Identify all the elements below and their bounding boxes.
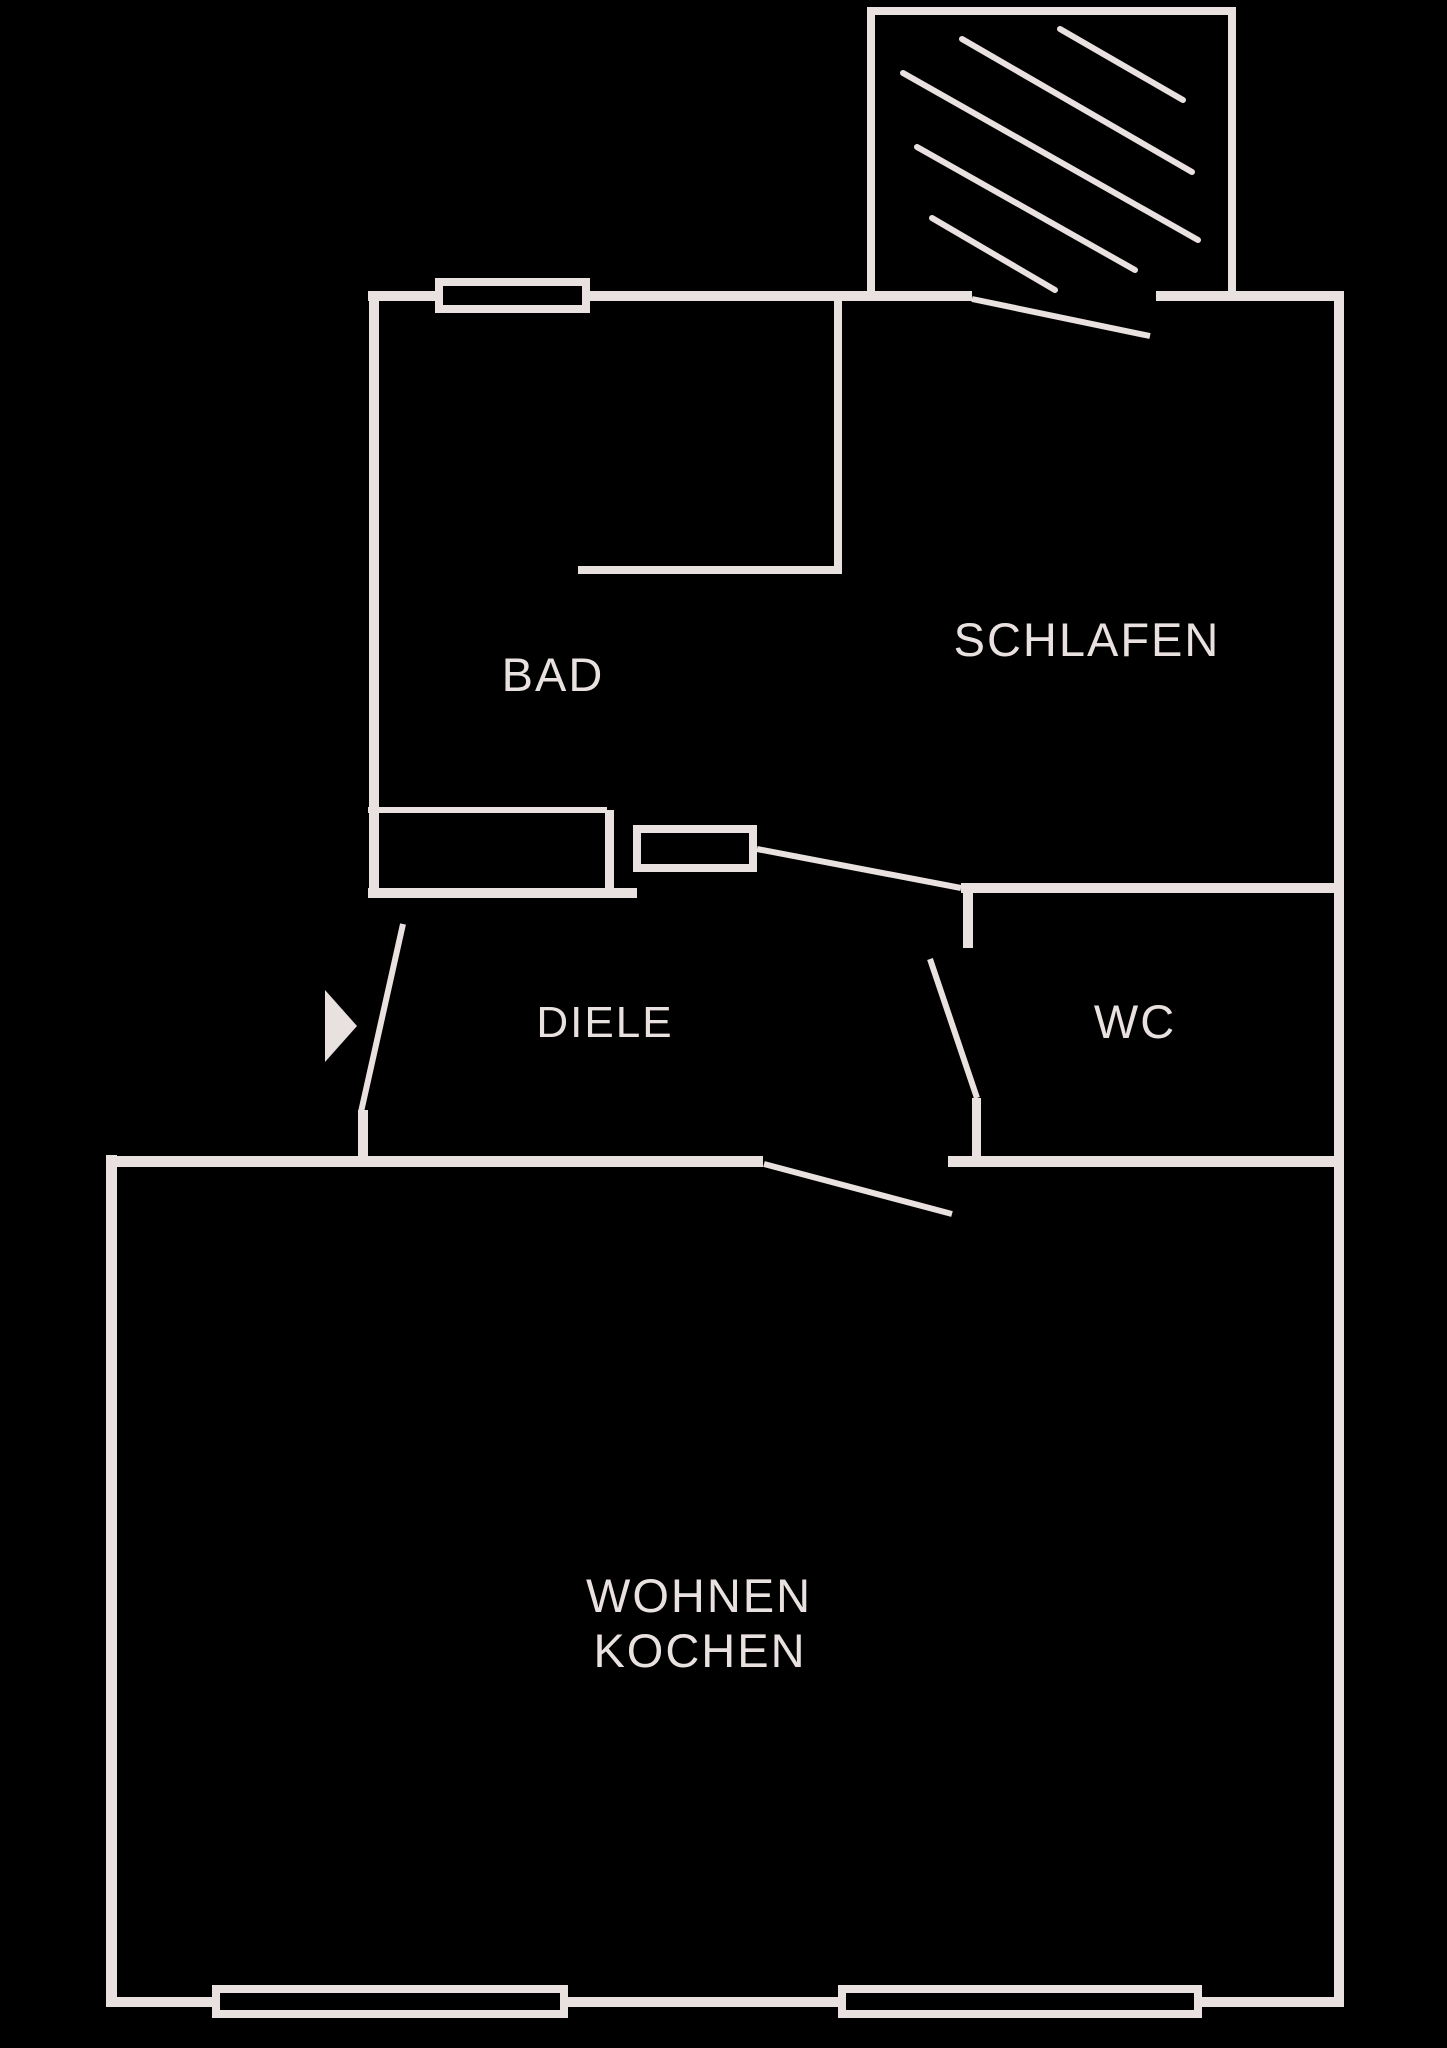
entrance-arrow-icon	[325, 990, 357, 1062]
window-bottom-left	[212, 1985, 568, 2018]
entrance-door-stub	[358, 1110, 368, 1167]
bathroom-bottom-wall	[368, 888, 637, 898]
top-wall-left-segment	[368, 291, 437, 301]
wc-left-wall-lower-stub	[972, 1098, 981, 1162]
balcony-left-wall	[867, 7, 875, 293]
bathroom-niche-line	[368, 807, 607, 813]
wc-left-wall-upper-stub	[963, 888, 973, 948]
bottom-wall-right-segment	[1198, 1997, 1344, 2007]
entrance-door-leaf	[358, 923, 406, 1113]
balcony	[867, 7, 1236, 293]
balcony-hatch-line	[914, 144, 1138, 273]
hallway-bottom-wall	[106, 1156, 763, 1167]
balcony-hatch-line	[1057, 26, 1186, 103]
installation-shaft-box	[633, 825, 757, 872]
bottom-wall-left-segment	[106, 1997, 216, 2007]
room-label-bedroom: SCHLAFEN	[954, 613, 1221, 666]
balcony-hatch-line	[959, 36, 1195, 175]
exterior-walls	[106, 291, 1344, 2007]
balcony-hatch-line	[929, 215, 1058, 293]
room-label-living-line1: WOHNEN	[586, 1569, 812, 1622]
wc-bottom-wall	[948, 1156, 1339, 1167]
living-room-door-leaf	[763, 1161, 953, 1217]
bedroom-door-leaf	[756, 846, 962, 891]
interior-walls	[106, 297, 1339, 1167]
left-wall-upper	[369, 291, 379, 897]
left-wall-lower	[106, 1155, 117, 2007]
top-wall-right-segment	[1156, 291, 1344, 301]
room-label-hallway: DIELE	[536, 998, 673, 1047]
wc-door-leaf	[927, 958, 980, 1099]
balcony-top-wall	[867, 7, 1236, 15]
shaft-left-bar	[605, 810, 614, 898]
balcony-right-wall	[1228, 7, 1236, 293]
room-label-bathroom: BAD	[502, 648, 605, 701]
room-label-wc: WC	[1094, 995, 1176, 1048]
room-label-living-line2: KOCHEN	[593, 1624, 806, 1677]
windows	[212, 278, 1202, 2018]
bathroom-bedroom-partition-vertical	[834, 297, 842, 570]
right-wall	[1334, 291, 1344, 2007]
balcony-door-leaf	[971, 296, 1151, 339]
window-top	[435, 278, 590, 313]
bedroom-bottom-wall	[961, 883, 1339, 893]
top-wall-middle-segment	[586, 291, 972, 301]
bathroom-bedroom-partition-horizontal	[578, 566, 842, 574]
balcony-hatch-line	[900, 70, 1201, 243]
bottom-wall-middle-segment	[564, 1997, 842, 2007]
door-leaves	[358, 296, 1151, 1217]
window-bottom-right	[838, 1985, 1202, 2018]
